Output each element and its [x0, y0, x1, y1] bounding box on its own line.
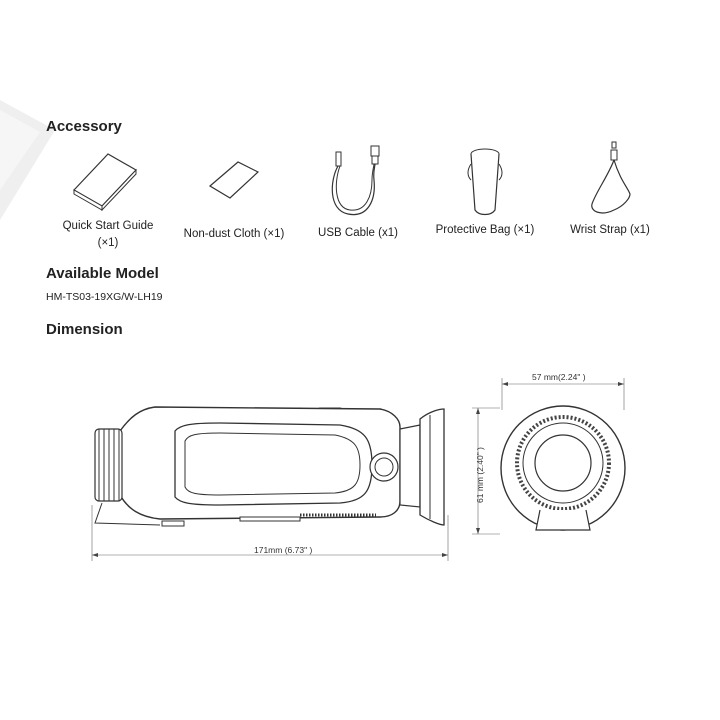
wrist-strap-icon: [591, 141, 631, 214]
accessory-usb-cable: USB Cable (x1): [308, 140, 408, 242]
accessory-quick-start-guide: Quick Start Guide (×1): [52, 148, 164, 252]
accessory-label: Wrist Strap (x1): [570, 224, 650, 236]
front-view-drawing: [472, 378, 626, 535]
accessory-quantity: (×1): [97, 237, 119, 249]
accessory-protective-bag: Protective Bag (×1): [426, 144, 544, 239]
available-model-heading: Available Model: [46, 265, 159, 282]
accessory-wrist-strap: Wrist Strap (x1): [558, 136, 662, 239]
usb-cable-icon: [331, 145, 380, 216]
cloth-icon: [208, 161, 260, 199]
accessory-non-dust-cloth: Non-dust Cloth (×1): [174, 148, 294, 243]
accessory-label: Quick Start Guide: [62, 220, 154, 232]
height-dimension: 61 mm (2.40" ): [474, 447, 485, 503]
accessory-label: Protective Bag (×1): [435, 224, 535, 236]
protective-bag-icon: [467, 148, 503, 216]
length-dimension: 171mm (6.73" ): [254, 545, 313, 555]
dimension-heading: Dimension: [46, 321, 123, 338]
side-view-drawing: [91, 406, 449, 561]
accessory-label: USB Cable (x1): [318, 227, 398, 239]
width-dimension: 57 mm(2.24" ): [532, 372, 586, 382]
accessory-heading: Accessory: [46, 118, 122, 135]
booklet-icon: [73, 153, 137, 212]
model-number: HM-TS03-19XG/W-LH19: [46, 291, 163, 303]
accessory-label: Non-dust Cloth (×1): [183, 228, 285, 240]
decorative-triangle-icon: [0, 100, 55, 220]
